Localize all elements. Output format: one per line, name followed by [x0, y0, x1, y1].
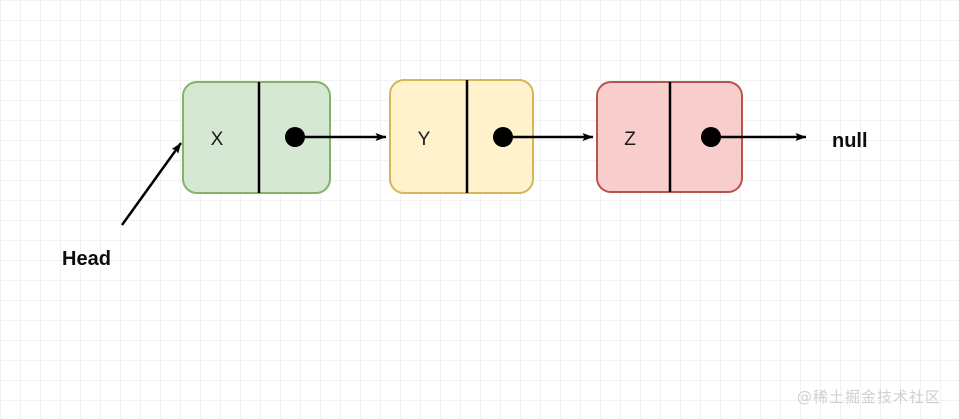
- head-pointer-arrow: [120, 142, 183, 226]
- list-node-z[interactable]: Z: [596, 81, 743, 193]
- node-y-value-label: Y: [418, 129, 431, 150]
- list-node-y[interactable]: Y: [389, 79, 534, 194]
- null-terminator-label: null: [832, 130, 868, 152]
- node-x-value-label: X: [211, 129, 224, 150]
- head-label: Head: [62, 248, 111, 270]
- node-z-value-label: Z: [624, 129, 636, 150]
- watermark: @稀土掘金技术社区: [796, 388, 941, 406]
